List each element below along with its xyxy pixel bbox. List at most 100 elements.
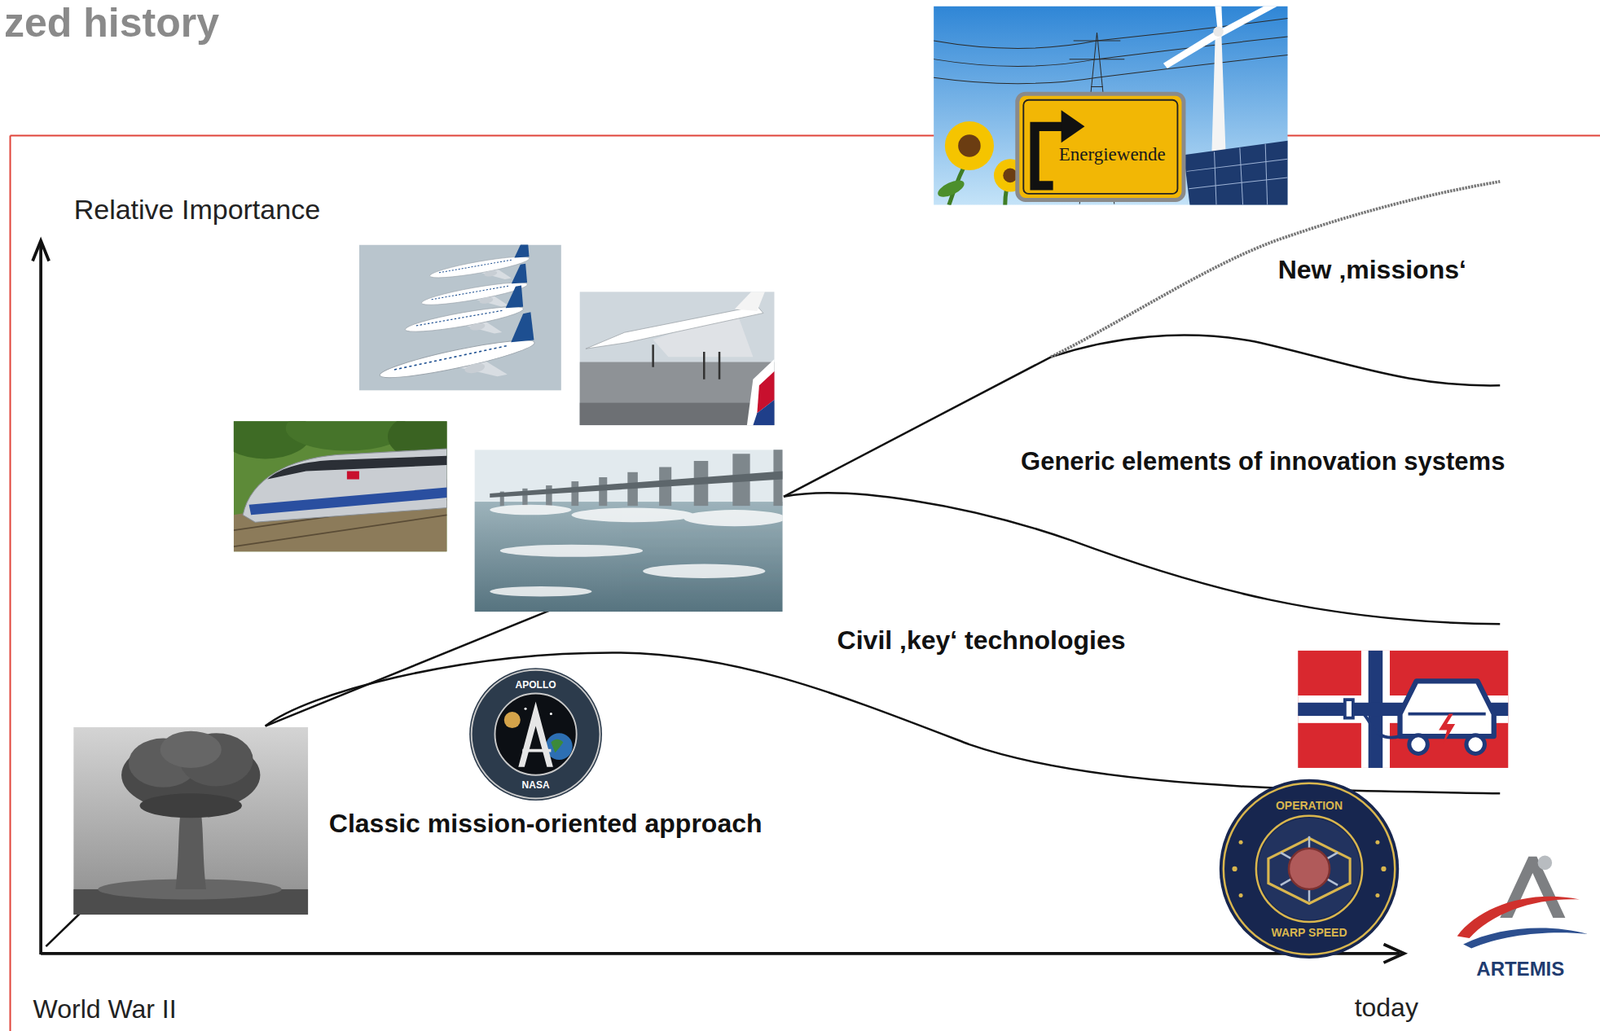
energy-transition-photo <box>1213 26 1224 38</box>
energy-transition-photo <box>1239 148 1244 206</box>
energy-transition-photo <box>1188 177 1288 190</box>
energy-transition-photo <box>1212 6 1223 30</box>
storm-barrier-photo <box>474 449 783 612</box>
nuclear-test-photo <box>73 727 308 915</box>
storm-barrier-photo <box>642 563 765 579</box>
artemis-logo <box>1457 856 1588 950</box>
nuclear-test-photo <box>160 731 222 769</box>
warp-speed-logo <box>1219 779 1399 959</box>
curve-label: Generic elements of innovation systems <box>1018 447 1508 477</box>
energy-transition-photo <box>1214 152 1218 206</box>
logo-text: ARTEMIS <box>1476 958 1565 981</box>
energy-transition-photo <box>1163 30 1221 69</box>
nuclear-test-photo <box>73 727 308 915</box>
airliners-photo <box>359 245 562 392</box>
energy-transition-photo <box>1061 109 1086 143</box>
history-curves <box>45 181 1500 947</box>
curve-label: Classic mission-oriented approach <box>326 808 765 840</box>
concorde-photo <box>579 291 774 426</box>
energy-transition-photo <box>1183 140 1288 206</box>
apollo-logo <box>469 668 603 801</box>
concorde-photo <box>585 306 764 350</box>
apollo-logo <box>504 712 521 729</box>
apollo-logo <box>518 702 554 768</box>
energy-transition-photo <box>1186 144 1288 206</box>
storm-barrier-photo <box>489 505 783 598</box>
energy-transition-photo <box>945 121 994 171</box>
chart-axes <box>1383 945 1404 964</box>
concorde-photo <box>579 403 774 427</box>
norway-ev-flag <box>1408 712 1486 717</box>
axis-label: World War II <box>30 994 180 1025</box>
storm-barrier-photo <box>489 505 572 516</box>
chart-axes <box>32 241 49 262</box>
warp-speed-logo <box>1256 816 1363 923</box>
storm-barrier-photo <box>571 508 694 524</box>
energy-transition-photo <box>933 6 1288 206</box>
warp-speed-logo <box>1231 840 1386 898</box>
history-curves <box>1050 181 1500 357</box>
concorde-photo <box>579 362 774 427</box>
concorde-photo <box>718 351 721 380</box>
high-speed-train-photo <box>249 487 448 516</box>
warp-speed-logo <box>1257 817 1360 920</box>
warp-speed-logo <box>1375 840 1380 845</box>
high-speed-train-photo <box>267 456 447 480</box>
logo-text: APOLLO <box>515 680 557 692</box>
apollo-logo <box>524 707 528 711</box>
chart-axes <box>32 241 1404 964</box>
norway-ev-flag <box>1297 650 1508 769</box>
slide-title: zed history <box>4 0 220 48</box>
warp-speed-logo <box>1288 848 1330 890</box>
storm-barrier-photo <box>545 485 553 506</box>
high-speed-train-photo <box>242 448 448 523</box>
norway-ev-flag <box>1466 735 1486 755</box>
apollo-logo <box>494 694 576 776</box>
norway-ev-flag <box>1297 650 1508 769</box>
concorde-photo <box>579 291 774 426</box>
concorde-photo <box>703 351 706 380</box>
logo-text: NASA <box>522 780 550 792</box>
energy-transition-photo <box>1265 144 1268 206</box>
storm-barrier-photo <box>598 477 607 506</box>
chart-axes <box>39 242 43 955</box>
logo-text: WARP SPEED <box>1270 926 1347 940</box>
energy-transition-photo <box>1218 6 1279 38</box>
sign-text: Energiewende <box>1059 144 1166 166</box>
axis-label: today <box>1352 993 1421 1024</box>
concorde-photo <box>752 400 774 426</box>
apollo-logo <box>549 712 553 716</box>
energy-transition-photo <box>1002 168 1018 184</box>
storm-barrier-photo <box>571 481 579 506</box>
warp-speed-logo <box>1219 779 1399 959</box>
warp-speed-logo <box>1239 893 1244 898</box>
history-curves <box>783 492 1500 625</box>
apollo-logo <box>471 670 601 800</box>
warp-speed-logo <box>1280 836 1338 902</box>
artemis-logo <box>1538 856 1553 871</box>
storm-barrier-photo <box>489 471 783 499</box>
artemis-logo <box>1463 928 1588 950</box>
energy-transition-photo <box>933 6 1288 206</box>
norway-ev-flag <box>1438 714 1455 746</box>
energy-transition-photo <box>935 176 967 200</box>
energy-transition-photo <box>1186 158 1288 172</box>
storm-barrier-photo <box>683 509 783 527</box>
storm-barrier-photo <box>500 545 643 558</box>
high-speed-train-photo <box>347 471 360 480</box>
concorde-photo <box>651 344 655 368</box>
nuclear-test-photo <box>140 793 242 818</box>
energy-transition-photo <box>1023 100 1178 194</box>
curve-label: New ‚missions‘ <box>1275 254 1469 286</box>
airliners-photo <box>400 285 529 350</box>
apollo-logo <box>550 739 563 753</box>
chart-axes <box>40 952 1400 956</box>
storm-barrier-photo <box>627 472 638 506</box>
warp-speed-logo <box>1380 866 1386 872</box>
history-curves <box>783 356 1051 497</box>
norway-ev-flag <box>1409 735 1429 755</box>
high-speed-train-photo <box>233 421 448 552</box>
norway-ev-flag <box>1353 708 1401 738</box>
